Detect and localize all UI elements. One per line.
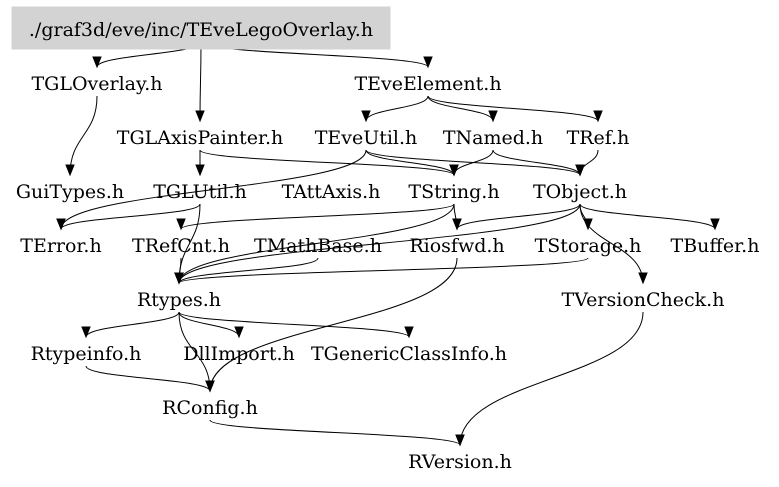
node-label-riosfwd: Riosfwd.h — [409, 235, 504, 257]
arrowhead-tobject-to-tversioncheck — [638, 272, 648, 285]
node-rconfig[interactable]: RConfig.h — [162, 397, 258, 419]
arrowhead-root-to-tgloverlay — [92, 56, 102, 69]
edge-tobject-to-tversioncheck — [579, 203, 644, 284]
node-tbuffer[interactable]: TBuffer.h — [671, 235, 760, 257]
node-root[interactable]: ./graf3d/eve/inc/TEveLegoOverlay.h — [11, 6, 391, 50]
node-riosfwd[interactable]: Riosfwd.h — [409, 235, 504, 257]
edge-tglaxispainter-to-tstring — [199, 149, 455, 176]
node-label-tmathbase: TMathBase.h — [254, 235, 382, 257]
node-guitypes[interactable]: GuiTypes.h — [16, 181, 124, 203]
arrowhead-tglutil-to-terror — [56, 218, 66, 231]
edge-tstring-to-rtypes — [178, 203, 455, 284]
edge-teveutil-to-tstring — [365, 149, 455, 176]
node-tgenericclassinfo[interactable]: TGenericClassInfo.h — [311, 343, 507, 365]
arrowhead-root-to-tglaxispainter — [195, 110, 205, 123]
node-label-tobject: TObject.h — [533, 181, 627, 203]
edge-tobject-to-riosfwd — [456, 203, 581, 230]
edge-tnamed-to-tobject — [492, 149, 581, 176]
arrowhead-riosfwd-to-rconfig — [205, 380, 215, 393]
node-tglaxispainter[interactable]: TGLAxisPainter.h — [117, 127, 283, 149]
node-trefcnt[interactable]: TRefCnt.h — [132, 235, 230, 257]
node-teveelement[interactable]: TEveElement.h — [354, 73, 501, 95]
node-rtypes[interactable]: Rtypes.h — [137, 289, 221, 311]
arrowhead-tglaxispainter-to-tglutil — [195, 164, 205, 177]
node-label-trefcnt: TRefCnt.h — [132, 235, 230, 257]
edge-rconfig-to-rversion — [209, 419, 461, 446]
edge-tmathbase-to-rtypes — [178, 257, 319, 284]
edge-rtypes-to-rconfig — [178, 311, 211, 392]
node-tstorage[interactable]: TStorage.h — [535, 235, 642, 257]
edge-tglutil-to-terror — [60, 203, 201, 230]
node-label-rtypeinfo: Rtypeinfo.h — [31, 343, 142, 365]
node-label-tstorage: TStorage.h — [535, 235, 642, 257]
edge-teveelement-to-tref — [427, 95, 599, 122]
node-terror[interactable]: TError.h — [20, 235, 101, 257]
node-teveutil[interactable]: TEveUtil.h — [315, 127, 418, 149]
arrowhead-teveelement-to-tnamed — [488, 110, 498, 123]
arrowhead-tobject-to-riosfwd — [452, 218, 462, 231]
edge-tobject-to-tbuffer — [579, 203, 716, 230]
edge-layer — [56, 41, 720, 447]
node-label-tnamed: TNamed.h — [443, 127, 543, 149]
arrowhead-root-to-teveelement — [423, 56, 433, 69]
arrowhead-teveelement-to-teveutil — [361, 110, 371, 123]
node-rversion[interactable]: RVersion.h — [408, 451, 512, 473]
node-label-tglaxispainter: TGLAxisPainter.h — [117, 127, 283, 149]
node-label-tbuffer: TBuffer.h — [671, 235, 760, 257]
arrowhead-rtypes-to-rtypeinfo — [81, 326, 91, 339]
edge-tversioncheck-to-rversion — [459, 311, 644, 446]
node-label-rtypes: Rtypes.h — [137, 289, 221, 311]
node-tattaxis[interactable]: TAttAxis.h — [282, 181, 381, 203]
node-tmathbase[interactable]: TMathBase.h — [254, 235, 382, 257]
node-tobject[interactable]: TObject.h — [533, 181, 627, 203]
node-label-teveutil: TEveUtil.h — [315, 127, 418, 149]
edge-rtypeinfo-to-rconfig — [85, 365, 211, 392]
node-tglutil[interactable]: TGLUtil.h — [153, 181, 247, 203]
edge-riosfwd-to-rconfig — [209, 257, 458, 392]
edge-rtypes-to-rtypeinfo — [85, 311, 180, 338]
node-dllimport[interactable]: DllImport.h — [183, 343, 295, 365]
node-label-tgenericclassinfo: TGenericClassInfo.h — [311, 343, 507, 365]
node-label-tattaxis: TAttAxis.h — [282, 181, 381, 203]
node-label-root: ./graf3d/eve/inc/TEveLegoOverlay.h — [29, 19, 373, 41]
node-tgloverlay[interactable]: TGLOverlay.h — [32, 73, 163, 95]
edge-tstring-to-trefcnt — [180, 203, 455, 230]
node-label-tversioncheck: TVersionCheck.h — [562, 289, 725, 311]
node-label-rversion: RVersion.h — [408, 451, 512, 473]
node-label-tglutil: TGLUtil.h — [153, 181, 247, 203]
node-tversioncheck[interactable]: TVersionCheck.h — [562, 289, 725, 311]
edge-tstorage-to-rtypes — [178, 257, 589, 284]
arrowhead-rtypes-to-dllimport — [234, 326, 244, 339]
node-layer: ./graf3d/eve/inc/TEveLegoOverlay.hTGLOve… — [11, 6, 760, 473]
node-label-guitypes: GuiTypes.h — [16, 181, 124, 203]
arrowhead-tgloverlay-to-guitypes — [65, 164, 75, 177]
arrowhead-tref-to-tobject — [575, 164, 585, 177]
arrowhead-rconfig-to-rversion — [455, 434, 465, 447]
arrowhead-teveelement-to-tref — [593, 110, 603, 123]
edge-tobject-to-rtypes — [178, 203, 581, 284]
edge-tgloverlay-to-guitypes — [69, 95, 98, 176]
edge-rtypes-to-tgenericclassinfo — [178, 311, 410, 338]
root-node-box — [11, 6, 391, 50]
node-label-rconfig: RConfig.h — [162, 397, 258, 419]
arrowhead-tstring-to-trefcnt — [176, 218, 186, 231]
node-label-teveelement: TEveElement.h — [354, 73, 501, 95]
node-label-dllimport: DllImport.h — [183, 343, 295, 365]
node-rtypeinfo[interactable]: Rtypeinfo.h — [31, 343, 142, 365]
arrowhead-tobject-to-tbuffer — [710, 218, 720, 231]
node-label-tref: TRef.h — [567, 127, 630, 149]
node-label-tstring: TString.h — [408, 181, 499, 203]
edge-teveutil-to-terror — [60, 149, 367, 230]
arrowhead-tobject-to-tstorage — [583, 218, 593, 231]
node-tnamed[interactable]: TNamed.h — [443, 127, 543, 149]
node-label-terror: TError.h — [20, 235, 101, 257]
node-tref[interactable]: TRef.h — [567, 127, 630, 149]
arrowhead-rtypes-to-tgenericclassinfo — [404, 326, 414, 339]
arrowhead-tnamed-to-tstring — [449, 164, 459, 177]
node-tstring[interactable]: TString.h — [408, 181, 499, 203]
node-label-tgloverlay: TGLOverlay.h — [32, 73, 163, 95]
arrowhead-tstorage-to-rtypes — [174, 272, 184, 285]
